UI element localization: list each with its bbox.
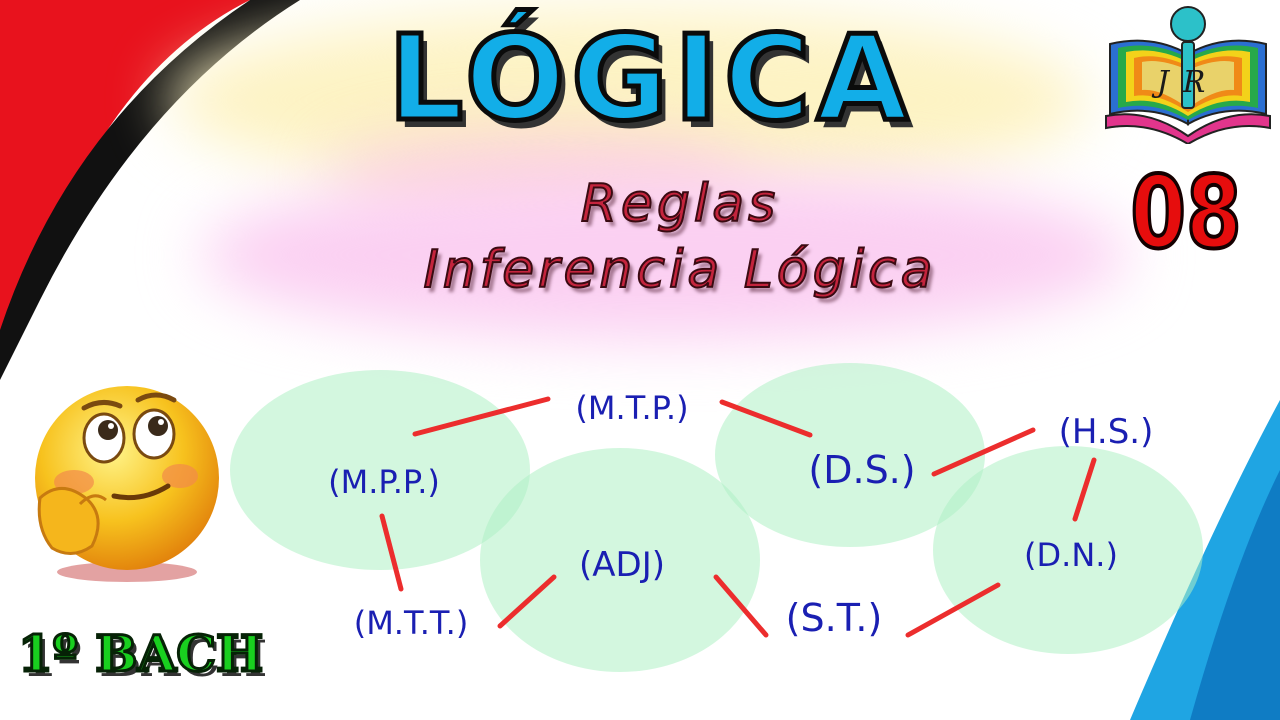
page-title: LÓGICA [386,9,914,147]
open-book-reader-icon: JR [1102,4,1274,146]
connector-st-dn [905,582,1001,638]
rule-node-mtt: (M.T.T.) [353,604,469,642]
subtitle-backdrop-glow [200,170,1130,340]
logo-letters: JR [1151,65,1220,100]
rule-node-dn: (D.N.) [1024,536,1118,574]
diagram-bubble-2 [480,448,760,672]
rule-node-hs: (H.S.) [1058,412,1154,452]
rule-node-mpp: (M.P.P.) [328,463,440,501]
rule-node-adj: (ADJ) [579,545,665,585]
connector-adj-st [713,574,769,638]
subtitle-line-2: Inferencia Lógica [422,239,937,301]
connector-ds-hs [931,427,1036,477]
rule-node-ds: (D.S.) [808,448,916,492]
rule-node-mtp: (M.T.P.) [575,389,689,427]
thinking-face-emoji-icon [22,378,232,588]
diagram-bubble-3 [715,363,985,547]
connector-mpp-mtp [412,396,551,437]
diagram-bubble-4 [933,446,1203,654]
diagram-bubble-1 [230,370,530,570]
level-badge: 1º BACH [16,624,264,683]
rule-node-st: (S.T.) [785,596,883,640]
subtitle-line-1: Reglas [580,173,780,235]
episode-number: 08 [1129,154,1244,271]
connector-mtp-ds [719,399,813,438]
connector-mpp-mtt [379,513,404,592]
connector-mtt-adj [497,574,557,629]
connector-hs-dn [1072,457,1097,522]
